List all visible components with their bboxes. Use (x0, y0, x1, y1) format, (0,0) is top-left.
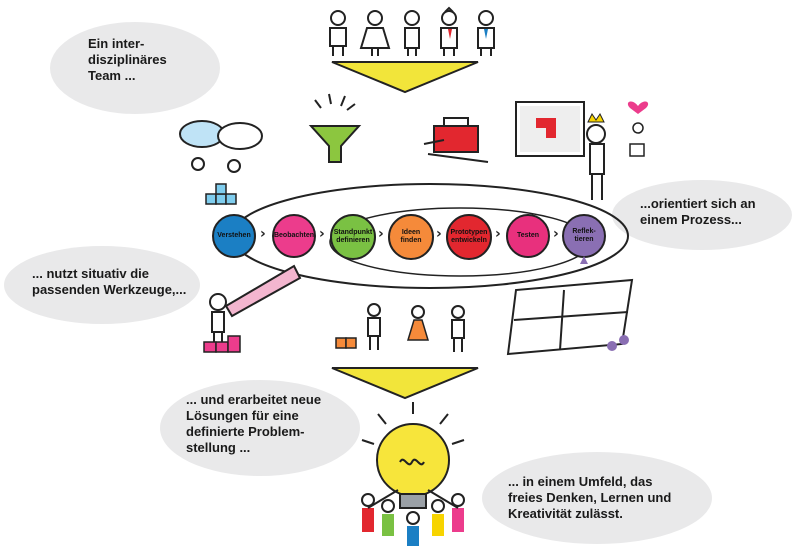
team-bubble (50, 22, 220, 114)
environment-bubble (482, 452, 712, 544)
team-figures (329, 6, 495, 56)
environment-caption: ... in einem Umfeld, das freies Denken, … (508, 474, 672, 521)
chevron-right-icon: › (436, 226, 442, 242)
brainstorm-figures (335, 303, 465, 352)
chevron-right-icon: › (319, 226, 325, 242)
process-caption: ...orientiert sich an einem Prozess... (640, 196, 756, 227)
chevron-right-icon: › (495, 226, 501, 242)
reflection-board (506, 256, 634, 356)
idea-funnel (308, 93, 362, 163)
step-standpunkt-definieren: Standpunkt definieren (330, 214, 376, 260)
chevron-right-icon: › (260, 226, 266, 242)
step-standpunkt-definieren-label: Standpunkt definieren (333, 229, 373, 244)
team-caption: Ein inter- disziplinäres Team ... (88, 36, 167, 83)
solutions-caption: ... und erarbeitet neue Lösungen für ein… (186, 392, 322, 455)
step-verstehen: Verstehen (212, 214, 256, 258)
step-prototypen-entwickeln-label: Prototypen entwickeln (450, 229, 488, 244)
chevron-right-icon: › (553, 226, 559, 242)
chat-bubbles-icon (179, 120, 263, 173)
step-reflektieren: Reflek- tieren (562, 214, 606, 258)
step-ideen-finden-label: Ideen finden (400, 229, 422, 244)
step-beobachten-label: Beobachten (273, 232, 315, 239)
feedback-icons (627, 101, 649, 157)
solutions-bubble (160, 380, 360, 476)
chevron-right-icon: › (378, 226, 384, 242)
lightbulb-team (361, 402, 465, 546)
blue-blocks-icon (205, 183, 237, 205)
step-prototypen-entwickeln: Prototypen entwickeln (446, 214, 492, 260)
step-beobachten: Beobachten (272, 214, 316, 258)
top-funnel-arrow (331, 61, 479, 94)
step-testen-label: Testen (516, 232, 540, 239)
computer-screen-icon (515, 101, 606, 200)
step-testen: Testen (506, 214, 550, 258)
toolbox-icon (423, 117, 489, 163)
telescope-figure (203, 264, 302, 353)
tools-bubble (4, 246, 200, 324)
step-ideen-finden: Ideen finden (388, 214, 434, 260)
step-reflektieren-label: Reflek- tieren (572, 228, 596, 243)
process-bubble (612, 180, 792, 250)
tools-caption: ... nutzt situativ die passenden Werkzeu… (32, 266, 187, 297)
bottom-funnel-arrow (331, 367, 479, 400)
step-verstehen-label: Verstehen (217, 232, 251, 239)
